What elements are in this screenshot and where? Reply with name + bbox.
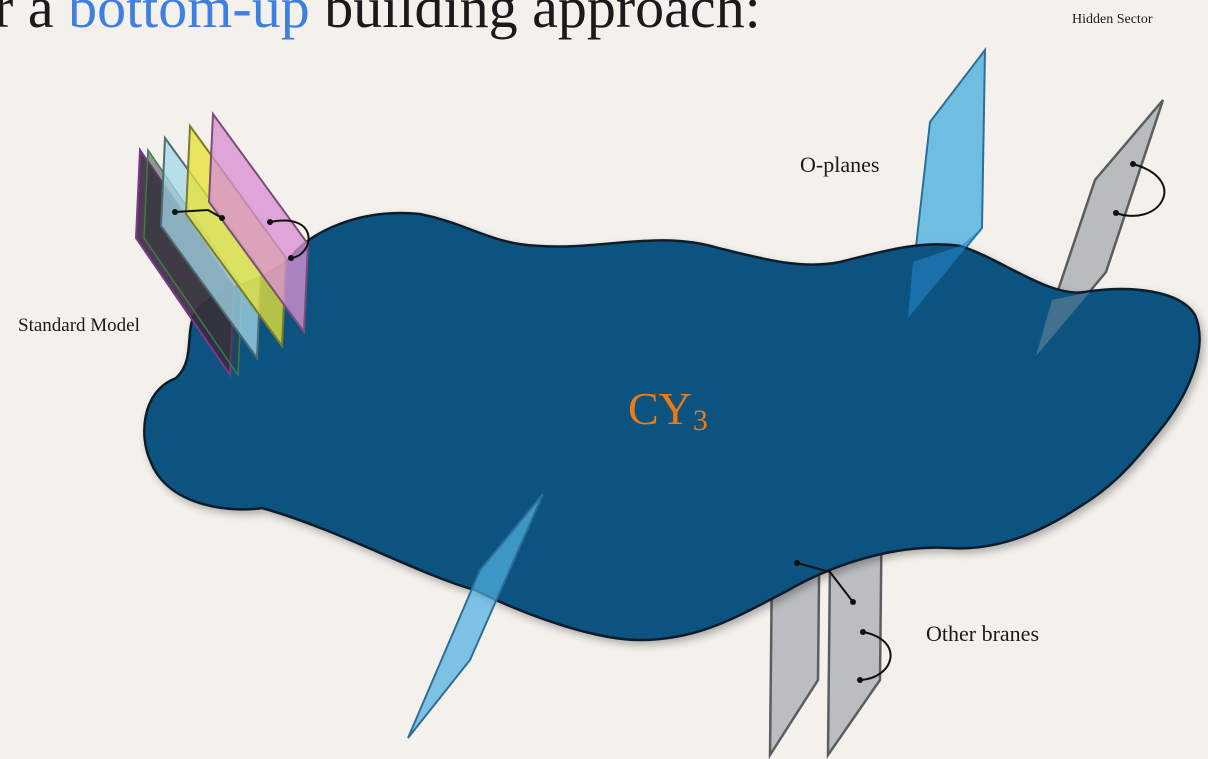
cy-label-subscript: 3 <box>693 404 708 437</box>
cy-label-main: CY <box>628 383 692 434</box>
cy3-label: CY3 <box>628 382 708 438</box>
o-planes-label: O-planes <box>800 152 879 178</box>
standard-model-stack <box>136 114 308 375</box>
standard-model-label: Standard Model <box>18 315 140 337</box>
other-branes-label: Other branes <box>926 621 1039 647</box>
hidden-sector-label: Hidden Sector <box>1072 12 1152 28</box>
